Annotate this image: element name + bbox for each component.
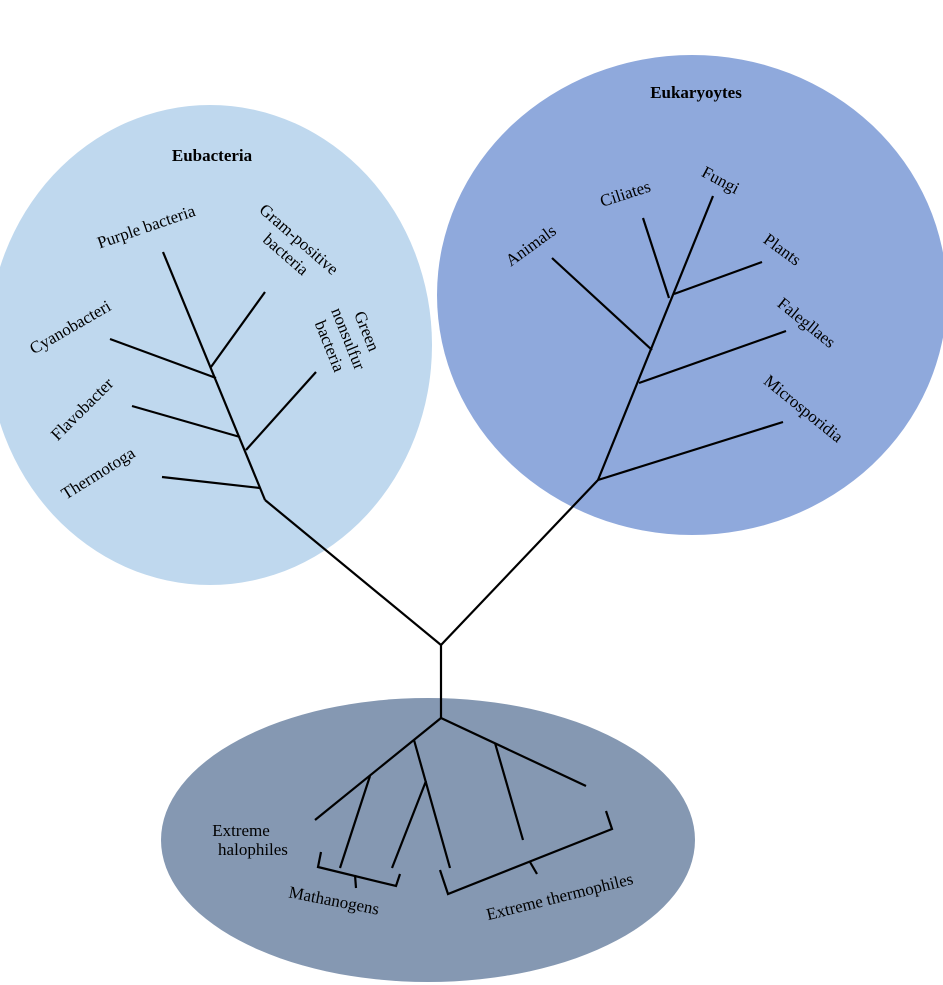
branch-archaea-mid bbox=[412, 739, 452, 869]
branch-to-eubacteria bbox=[264, 499, 442, 646]
branch-methanogen-b bbox=[390, 780, 428, 869]
branch-methanogen-a bbox=[338, 775, 372, 869]
branch-ciliates bbox=[641, 217, 671, 299]
eubacteria-title: Eubacteria bbox=[172, 146, 253, 165]
branch-flavobacter bbox=[131, 404, 241, 439]
branch-gram-positive bbox=[210, 291, 266, 368]
label-halophiles-line1: Extreme bbox=[212, 821, 270, 840]
branch-microsporidia bbox=[597, 420, 784, 482]
eubacteria-backbone bbox=[161, 251, 267, 501]
eukaryotes-backbone bbox=[596, 195, 715, 481]
tree-branches bbox=[109, 195, 787, 896]
archaea-right-arm bbox=[440, 717, 587, 787]
branch-green-nonsulfur bbox=[245, 371, 317, 451]
branch-thermophile-a bbox=[493, 742, 525, 841]
branch-animals bbox=[551, 257, 653, 351]
bracket-methanogens-tick bbox=[353, 874, 358, 889]
branch-thermotoga bbox=[161, 475, 261, 490]
branch-plants bbox=[673, 260, 763, 296]
eukaryotes-title: Eukaryoytes bbox=[650, 83, 742, 102]
eubacteria-region bbox=[0, 105, 432, 585]
bracket-thermophiles bbox=[438, 810, 614, 896]
eukaryotes-region bbox=[437, 55, 943, 535]
branch-flagellates bbox=[638, 329, 787, 385]
branch-cyanobacteria bbox=[109, 337, 217, 380]
archaea-region bbox=[161, 698, 695, 982]
archaea-left-arm bbox=[314, 717, 442, 821]
label-halophiles-line2: halophiles bbox=[218, 840, 288, 859]
branch-to-eukaryotes bbox=[440, 479, 599, 646]
bracket-thermophiles-tick bbox=[529, 861, 538, 875]
bracket-methanogens bbox=[316, 851, 402, 888]
